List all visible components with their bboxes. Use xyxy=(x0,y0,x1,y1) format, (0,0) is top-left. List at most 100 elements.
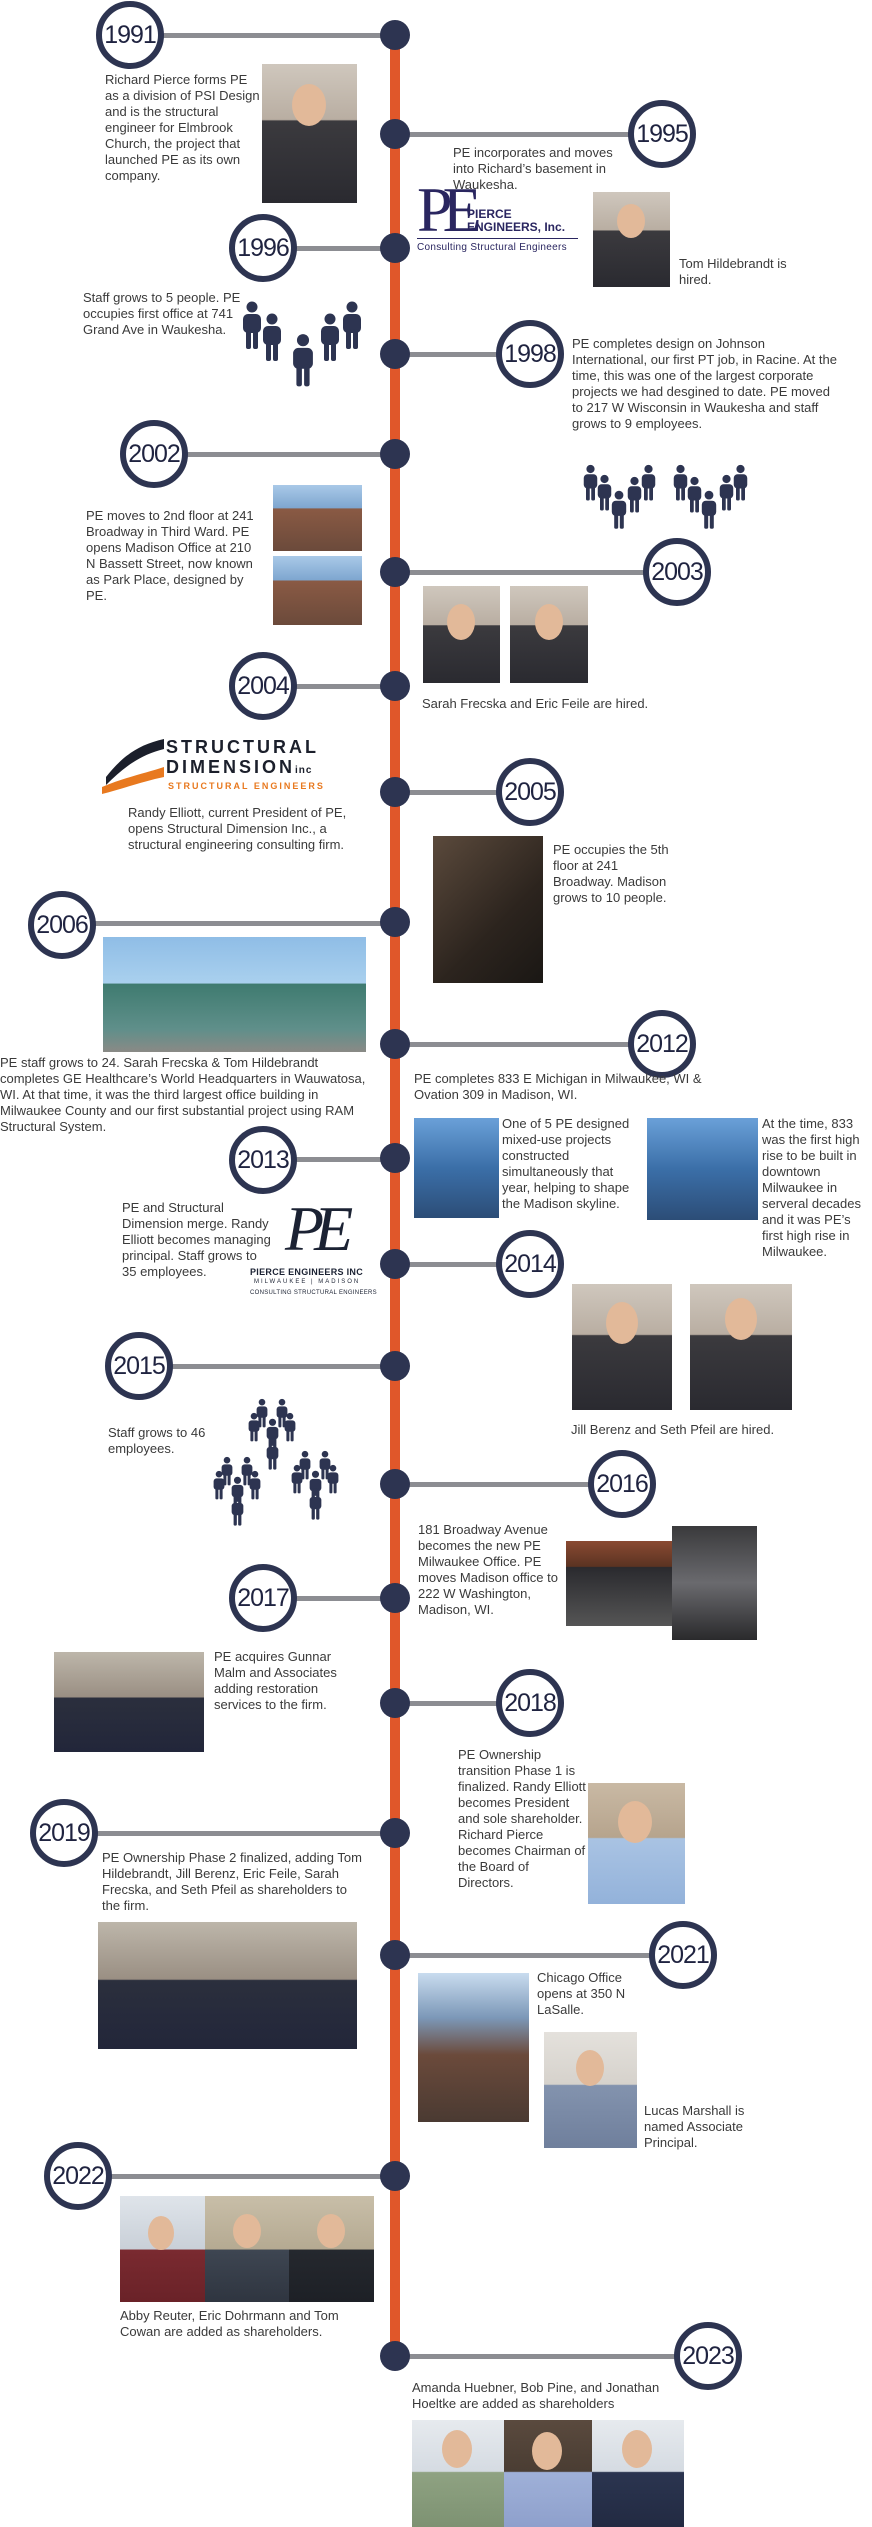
year-badge-2019: 2019 xyxy=(30,1799,98,1867)
year-badge-2016: 2016 xyxy=(588,1450,656,1518)
year-badge-1991: 1991 xyxy=(96,1,164,69)
timeline-dot-2019 xyxy=(380,1818,410,1848)
photo-park-place xyxy=(273,556,362,625)
milestone-text-2023: Amanda Huebner, Bob Pine, and Jonathan H… xyxy=(412,2380,660,2411)
milestone-text-1995: PE incorporates and moves into Richard’s… xyxy=(453,145,613,192)
timeline-dot-2006 xyxy=(380,907,410,937)
timeline-dot-2004 xyxy=(380,671,410,701)
connector-1996 xyxy=(263,246,395,251)
year-badge-2005: 2005 xyxy=(496,758,564,826)
photo-181-broadway-lobby xyxy=(566,1541,680,1626)
milestone-text-2012: PE completes 833 E Michigan in Milwaukee… xyxy=(414,1071,702,1102)
year-badge-2004: 2004 xyxy=(229,652,297,720)
year-badge-2006: 2006 xyxy=(28,891,96,959)
pierce-engineers-logo: PE PIERCE ENGINEERS, Inc. Consulting Str… xyxy=(417,178,578,259)
connector-1998 xyxy=(395,352,530,357)
milestone-text-1995-hire: Tom Hildebrandt is hired. xyxy=(679,256,787,287)
milestone-text-2019: PE Ownership Phase 2 finalized, adding T… xyxy=(102,1850,362,1913)
pierce-engineers-inc-logo: PE PIERCE ENGINEERS INC MILWAUKEE | MADI… xyxy=(250,1193,377,1297)
photo-833-e-michigan xyxy=(647,1118,758,1220)
timeline-dot-1995 xyxy=(380,119,410,149)
timeline-dot-2005 xyxy=(380,777,410,807)
photo-jill-berenz xyxy=(572,1284,672,1410)
photo-eric-dohrmann xyxy=(205,2196,289,2302)
photo-randy-elliott xyxy=(588,1783,685,1904)
year-badge-1996: 1996 xyxy=(229,214,297,282)
connector-2006 xyxy=(62,921,395,926)
photo-pe-office-sign xyxy=(433,836,543,983)
timeline-dot-2022 xyxy=(380,2161,410,2191)
connector-2017 xyxy=(263,1596,395,1601)
timeline-dot-2002 xyxy=(380,439,410,469)
structural-dimension-logo: STRUCTURAL DIMENSIONinc STRUCTURAL ENGIN… xyxy=(102,737,342,794)
timeline-dot-2016 xyxy=(380,1469,410,1499)
timeline-dot-2003 xyxy=(380,557,410,587)
connector-2021 xyxy=(395,1953,683,1958)
connector-1991 xyxy=(130,33,395,38)
connector-2013 xyxy=(263,1157,395,1162)
milestone-text-1996: Staff grows to 5 people. PE occupies fir… xyxy=(83,290,241,337)
timeline-dot-2012 xyxy=(380,1029,410,1059)
photo-amanda-huebner xyxy=(412,2420,504,2527)
milestone-text-2016: 181 Broadway Avenue becomes the new PE M… xyxy=(418,1522,558,1617)
people-group-icon xyxy=(583,464,748,529)
milestone-text-2012-833: At the time, 833 was the first high rise… xyxy=(762,1116,861,1259)
milestone-text-2018: PE Ownership transition Phase 1 is final… xyxy=(458,1747,586,1890)
milestone-text-2015: Staff grows to 46 employees. xyxy=(108,1425,206,1456)
milestone-text-2021: Chicago Office opens at 350 N LaSalle. xyxy=(537,1970,626,2017)
connector-2016 xyxy=(395,1482,622,1487)
milestone-text-2003: Sarah Frecska and Eric Feile are hired. xyxy=(422,696,649,711)
photo-tom-hildebrandt xyxy=(593,192,670,287)
photo-241-broadway xyxy=(273,485,362,551)
connector-2002 xyxy=(154,452,395,457)
connector-2018 xyxy=(395,1701,530,1706)
milestone-text-2004: Randy Elliott, current President of PE, … xyxy=(128,805,347,852)
connector-2019 xyxy=(64,1831,395,1836)
milestone-text-2017: PE acquires Gunnar Malm and Associates a… xyxy=(214,1649,337,1712)
year-badge-2002: 2002 xyxy=(120,420,188,488)
year-badge-2015: 2015 xyxy=(105,1332,173,1400)
timeline-dot-2015 xyxy=(380,1351,410,1381)
milestone-text-2021-lucas: Lucas Marshall is named Associate Princi… xyxy=(644,2103,745,2150)
year-badge-2018: 2018 xyxy=(496,1669,564,1737)
year-badge-2012: 2012 xyxy=(628,1010,696,1078)
connector-2005 xyxy=(395,790,530,795)
connector-1995 xyxy=(395,132,662,137)
photo-181-broadway-hall xyxy=(672,1526,757,1640)
timeline-dot-2013 xyxy=(380,1143,410,1173)
milestone-text-2002: PE moves to 2nd floor at 241 Broadway in… xyxy=(86,508,254,603)
connector-2004 xyxy=(263,684,395,689)
milestone-text-1991: Richard Pierce forms PE as a division of… xyxy=(105,72,260,183)
photo-tom-cowan xyxy=(289,2196,374,2302)
timeline-dot-2021 xyxy=(380,1940,410,1970)
timeline-dot-2014 xyxy=(380,1249,410,1279)
connector-2003 xyxy=(395,570,677,575)
milestone-text-2022: Abby Reuter, Eric Dohrmann and Tom Cowan… xyxy=(120,2308,339,2339)
milestone-text-2013: PE and Structural Dimension merge. Randy… xyxy=(122,1200,271,1279)
timeline-dot-2018 xyxy=(380,1688,410,1718)
year-badge-1998: 1998 xyxy=(496,320,564,388)
photo-lucas-marshall xyxy=(544,2032,637,2148)
milestone-text-2006: PE staff grows to 24. Sarah Frecska & To… xyxy=(0,1055,366,1134)
year-badge-2021: 2021 xyxy=(649,1921,717,1989)
timeline-dot-2017 xyxy=(380,1583,410,1613)
photo-ge-healthcare-hq xyxy=(103,937,366,1052)
connector-2014 xyxy=(395,1262,530,1267)
year-badge-2013: 2013 xyxy=(229,1126,297,1194)
photo-sarah-frecska xyxy=(423,586,500,683)
connector-2022 xyxy=(78,2174,395,2179)
year-badge-2022: 2022 xyxy=(44,2142,112,2210)
photo-shareholders-group xyxy=(98,1922,357,2049)
milestone-text-2005: PE occupies the 5th floor at 241 Broadwa… xyxy=(553,842,669,905)
timeline-dot-1998 xyxy=(380,339,410,369)
people-group-icon xyxy=(243,301,361,387)
connector-2012 xyxy=(395,1042,662,1047)
photo-abby-reuter xyxy=(120,2196,205,2302)
connector-2015 xyxy=(139,1364,395,1369)
photo-richard-pierce xyxy=(262,64,357,203)
year-badge-1995: 1995 xyxy=(628,100,696,168)
crowd-icon xyxy=(213,1398,339,1526)
year-badge-2023: 2023 xyxy=(674,2322,742,2390)
milestone-text-1998: PE completes design on Johnson Internati… xyxy=(572,336,837,431)
milestone-text-2012-ovation: One of 5 PE designed mixed-use projects … xyxy=(502,1116,630,1211)
